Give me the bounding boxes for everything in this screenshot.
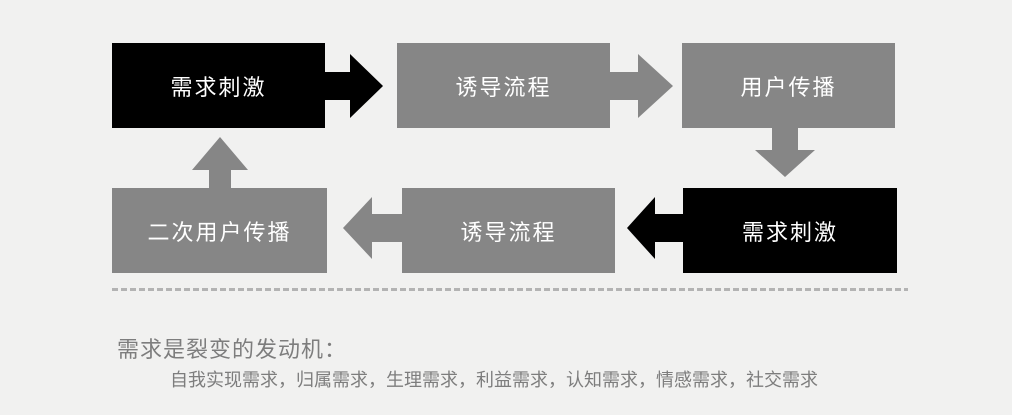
arrow-right-gray-icon xyxy=(610,54,673,118)
arrow-down-icon xyxy=(755,128,815,177)
arrow-left-gray-icon xyxy=(343,197,402,259)
box-guide-process-bottom: 诱导流程 xyxy=(402,188,615,273)
arrow-left-black-icon xyxy=(627,197,683,259)
box-user-spread: 用户传播 xyxy=(682,43,895,128)
box-secondary-user-spread: 二次用户传播 xyxy=(112,188,327,273)
dashed-divider xyxy=(112,288,908,291)
box-demand-stimulus-bottom: 需求刺激 xyxy=(683,188,897,273)
box-guide-process-top: 诱导流程 xyxy=(397,43,610,128)
arrow-up-icon xyxy=(192,137,248,188)
box-demand-stimulus-top: 需求刺激 xyxy=(112,43,325,128)
note-body: 自我实现需求，归属需求，生理需求，利益需求，认知需求，情感需求，社交需求 xyxy=(170,370,818,390)
note-title: 需求是裂变的发动机： xyxy=(117,337,348,362)
arrow-right-black-icon xyxy=(325,54,383,118)
